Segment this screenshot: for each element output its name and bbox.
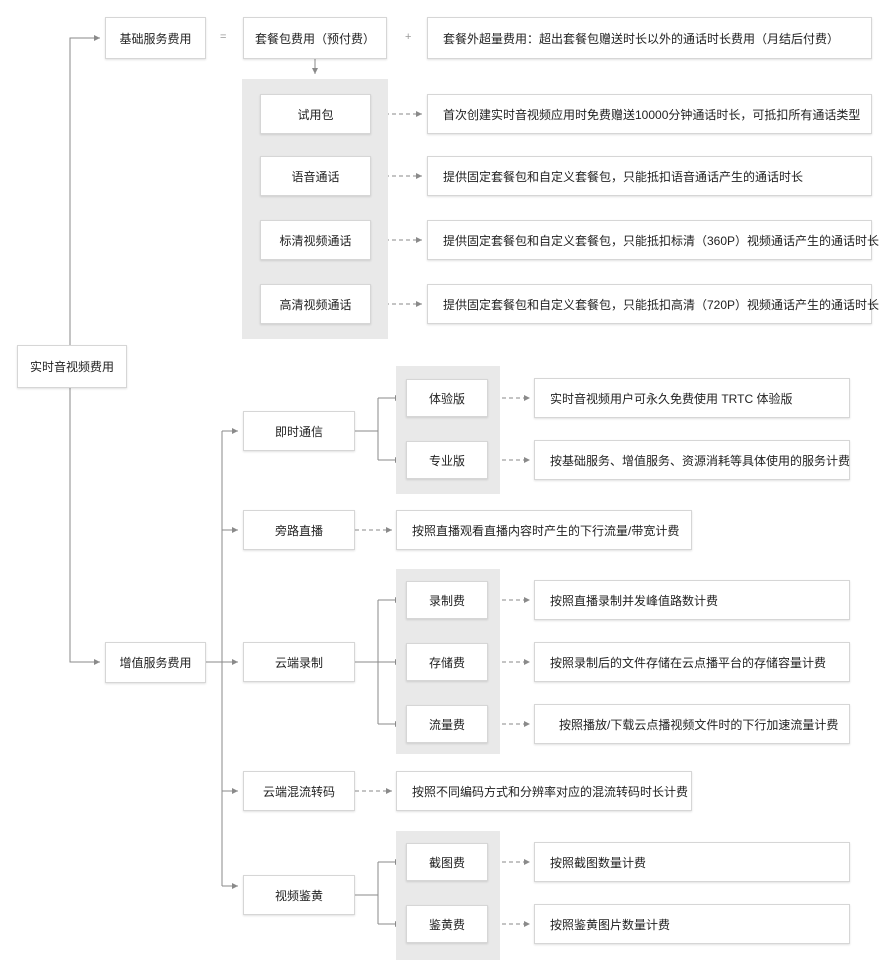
basic-service-label: 基础服务费用	[119, 31, 192, 46]
trial-edition-desc-text: 实时音视频用户可永久免费使用 TRTC 体验版	[550, 391, 793, 406]
sd-video-desc-text: 提供固定套餐包和自定义套餐包，只能抵扣标清（360P）视频通话产生的通话时长	[443, 233, 880, 248]
trial-package-node: 试用包	[260, 94, 371, 134]
mix-transcode-label: 云端混流转码	[262, 784, 335, 799]
pro-edition-node: 专业版	[406, 441, 488, 479]
bypass-live-node: 旁路直播	[243, 510, 355, 550]
sd-video-label: 标清视频通话	[279, 233, 352, 248]
screenshot-fee-desc-text: 按照截图数量计费	[550, 855, 647, 870]
trial-package-desc: 首次创建实时音视频应用时免费赠送10000分钟通话时长，可抵扣所有通话类型	[427, 94, 872, 134]
bypass-live-desc-text: 按照直播观看直播内容时产生的下行流量/带宽计费	[412, 523, 680, 538]
detection-fee-label: 鉴黄费	[428, 917, 465, 932]
screenshot-fee-desc: 按照截图数量计费	[534, 842, 850, 882]
recording-fee-label: 录制费	[428, 593, 465, 608]
im-label: 即时通信	[274, 424, 323, 439]
sd-video-node: 标清视频通话	[260, 220, 371, 260]
hd-video-label: 高清视频通话	[279, 297, 352, 312]
pro-edition-label: 专业版	[428, 453, 465, 468]
voice-call-node: 语音通话	[260, 156, 371, 196]
storage-fee-label: 存储费	[428, 655, 465, 670]
bypass-live-desc: 按照直播观看直播内容时产生的下行流量/带宽计费	[396, 510, 692, 550]
value-added-node: 增值服务费用	[105, 642, 206, 683]
hd-video-desc-text: 提供固定套餐包和自定义套餐包，只能抵扣高清（720P）视频通话产生的通话时长	[443, 297, 880, 312]
detection-fee-desc: 按照鉴黄图片数量计费	[534, 904, 850, 944]
trial-edition-desc: 实时音视频用户可永久免费使用 TRTC 体验版	[534, 378, 850, 418]
pro-edition-desc: 按基础服务、增值服务、资源消耗等具体使用的服务计费	[534, 440, 850, 480]
mix-transcode-desc: 按照不同编码方式和分辨率对应的混流转码时长计费	[396, 771, 692, 811]
trial-edition-node: 体验版	[406, 379, 488, 417]
bypass-live-label: 旁路直播	[274, 523, 323, 538]
mix-transcode-desc-text: 按照不同编码方式和分辨率对应的混流转码时长计费	[412, 784, 689, 799]
voice-call-desc-text: 提供固定套餐包和自定义套餐包，只能抵扣语音通话产生的通话时长	[443, 169, 804, 184]
traffic-fee-desc-text: 按照播放/下载云点播视频文件时的下行加速流量计费	[559, 717, 839, 732]
sd-video-desc: 提供固定套餐包和自定义套餐包，只能抵扣标清（360P）视频通话产生的通话时长	[427, 220, 879, 260]
overage-fee-label: 套餐外超量费用：超出套餐包赠送时长以外的通话时长费用（月结后付费）	[443, 31, 840, 46]
root-node: 实时音视频费用	[17, 345, 127, 388]
trial-package-label: 试用包	[297, 107, 334, 122]
im-node: 即时通信	[243, 411, 355, 451]
screenshot-fee-label: 截图费	[428, 855, 465, 870]
detection-fee-node: 鉴黄费	[406, 905, 488, 943]
storage-fee-node: 存储费	[406, 643, 488, 681]
package-fee-node: 套餐包费用（预付费）	[243, 17, 387, 59]
voice-call-label: 语音通话	[291, 169, 340, 184]
screenshot-fee-node: 截图费	[406, 843, 488, 881]
voice-call-desc: 提供固定套餐包和自定义套餐包，只能抵扣语音通话产生的通话时长	[427, 156, 872, 196]
hd-video-node: 高清视频通话	[260, 284, 371, 324]
pro-edition-desc-text: 按基础服务、增值服务、资源消耗等具体使用的服务计费	[550, 453, 851, 468]
hd-video-desc: 提供固定套餐包和自定义套餐包，只能抵扣高清（720P）视频通话产生的通话时长	[427, 284, 879, 324]
traffic-fee-node: 流量费	[406, 705, 488, 743]
recording-fee-desc-text: 按照直播录制并发峰值路数计费	[550, 593, 719, 608]
cloud-recording-label: 云端录制	[274, 655, 323, 670]
porn-detection-label: 视频鉴黄	[274, 888, 323, 903]
traffic-fee-label: 流量费	[428, 717, 465, 732]
traffic-fee-desc: 按照播放/下载云点播视频文件时的下行加速流量计费	[534, 704, 850, 744]
basic-service-node: 基础服务费用	[105, 17, 206, 59]
value-added-label: 增值服务费用	[119, 656, 192, 670]
trial-edition-label: 体验版	[428, 391, 465, 406]
plus-sign: +	[405, 31, 412, 43]
mix-transcode-node: 云端混流转码	[243, 771, 355, 811]
porn-detection-node: 视频鉴黄	[243, 875, 355, 915]
storage-fee-desc: 按照录制后的文件存储在云点播平台的存储容量计费	[534, 642, 850, 682]
cloud-recording-node: 云端录制	[243, 642, 355, 682]
equals-sign: =	[220, 31, 227, 43]
root-label: 实时音视频费用	[29, 360, 114, 374]
storage-fee-desc-text: 按照录制后的文件存储在云点播平台的存储容量计费	[550, 655, 827, 670]
recording-fee-desc: 按照直播录制并发峰值路数计费	[534, 580, 850, 620]
detection-fee-desc-text: 按照鉴黄图片数量计费	[550, 917, 671, 932]
trial-package-desc-text: 首次创建实时音视频应用时免费赠送10000分钟通话时长，可抵扣所有通话类型	[443, 107, 861, 122]
package-fee-label: 套餐包费用（预付费）	[254, 31, 375, 46]
overage-fee-node: 套餐外超量费用：超出套餐包赠送时长以外的通话时长费用（月结后付费）	[427, 17, 872, 59]
recording-fee-node: 录制费	[406, 581, 488, 619]
